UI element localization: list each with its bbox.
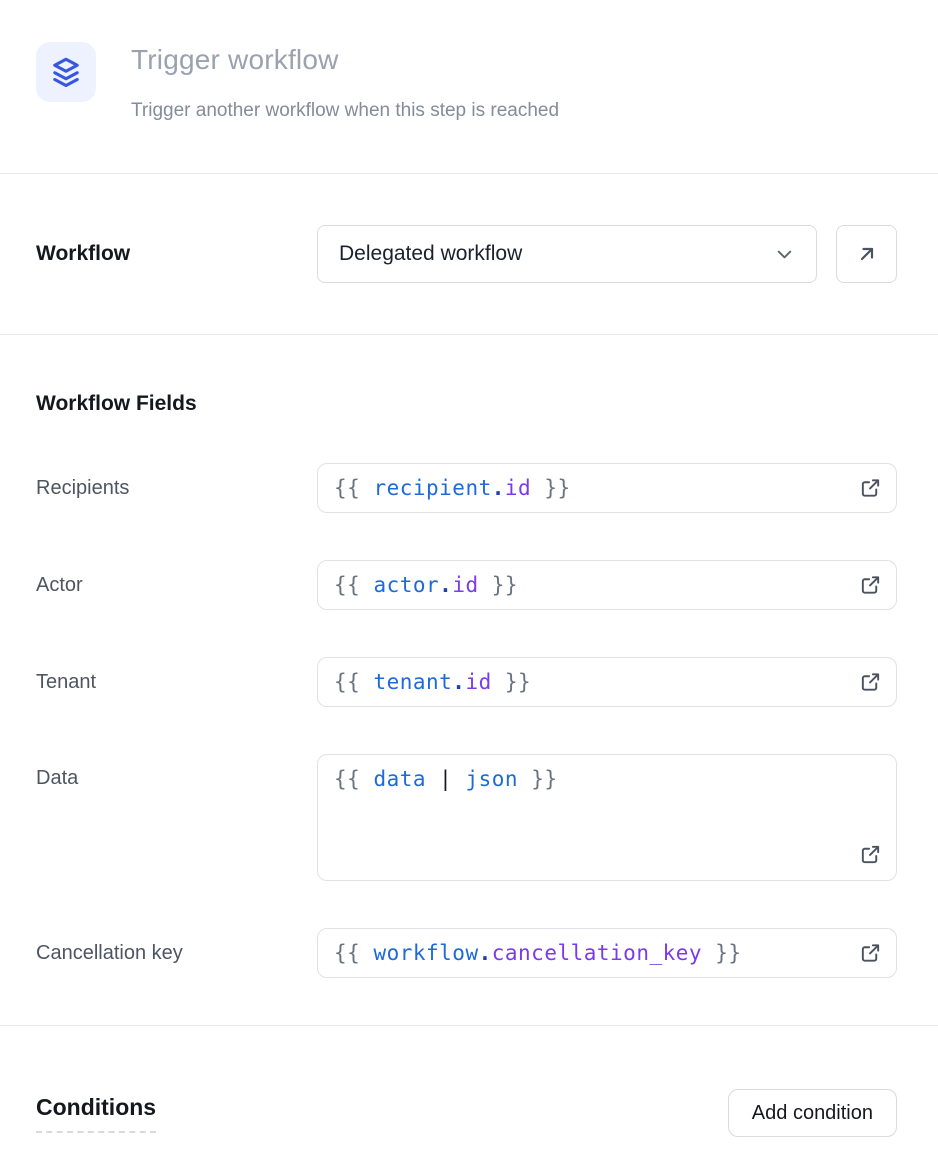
divider <box>0 173 938 174</box>
divider <box>0 1025 938 1026</box>
liquid-template-value: {{ workflow.cancellation_key }} <box>334 941 742 965</box>
conditions-heading: Conditions <box>36 1094 157 1133</box>
workflow-select[interactable]: Delegated workflow <box>317 225 817 283</box>
field-code-input[interactable]: {{ recipient.id }} <box>317 463 897 513</box>
field-code-input[interactable]: {{ actor.id }} <box>317 560 897 610</box>
field-code-input[interactable]: {{ workflow.cancellation_key }} <box>317 928 897 978</box>
workflow-select-value: Delegated workflow <box>339 242 523 265</box>
open-workflow-button[interactable] <box>836 225 897 283</box>
workflow-fields-list: Recipients {{ recipient.id }} Actor {{ acto… <box>36 463 897 978</box>
conditions-section: Conditions Add condition <box>0 1026 938 1137</box>
field-row: Tenant {{ tenant.id }} <box>36 657 897 707</box>
field-label: Recipients <box>36 476 130 499</box>
workflow-fields-section: Workflow Fields Recipients {{ recipient.i… <box>0 335 938 978</box>
field-label: Actor <box>36 573 83 596</box>
arrow-up-right-icon <box>855 242 879 266</box>
liquid-template-value: {{ data | json }} <box>334 767 558 791</box>
field-label: Tenant <box>36 670 97 693</box>
chevron-down-icon <box>773 243 796 266</box>
external-link-icon[interactable] <box>859 671 882 694</box>
external-link-icon[interactable] <box>859 477 882 500</box>
liquid-template-value: {{ actor.id }} <box>334 573 519 597</box>
liquid-template-value: {{ tenant.id }} <box>334 670 532 694</box>
field-row: Cancellation key {{ workflow.cancellation… <box>36 928 897 978</box>
external-link-icon[interactable] <box>859 574 882 597</box>
field-code-input[interactable]: {{ data | json }} <box>317 754 897 881</box>
page-title[interactable]: Trigger workflow <box>131 44 339 75</box>
step-header: Trigger workflow Trigger another workflo… <box>0 0 938 122</box>
workflow-row: Workflow Delegated workflow <box>0 174 938 334</box>
divider <box>0 334 938 335</box>
step-icon-box <box>36 42 96 102</box>
field-label: Data <box>36 767 79 789</box>
external-link-icon[interactable] <box>859 942 882 965</box>
field-code-input[interactable]: {{ tenant.id }} <box>317 657 897 707</box>
page-subtitle: Trigger another workflow when this step … <box>131 100 560 121</box>
external-link-icon[interactable] <box>859 843 882 866</box>
liquid-template-value: {{ recipient.id }} <box>334 476 571 500</box>
field-row: Recipients {{ recipient.id }} <box>36 463 897 513</box>
add-condition-button[interactable]: Add condition <box>727 1089 897 1137</box>
field-row: Data {{ data | json }} <box>36 754 897 881</box>
field-label: Cancellation key <box>36 941 183 964</box>
field-row: Actor {{ actor.id }} <box>36 560 897 610</box>
workflow-fields-heading: Workflow Fields <box>36 392 197 415</box>
layers-icon <box>48 54 84 90</box>
workflow-label: Workflow <box>36 242 131 265</box>
